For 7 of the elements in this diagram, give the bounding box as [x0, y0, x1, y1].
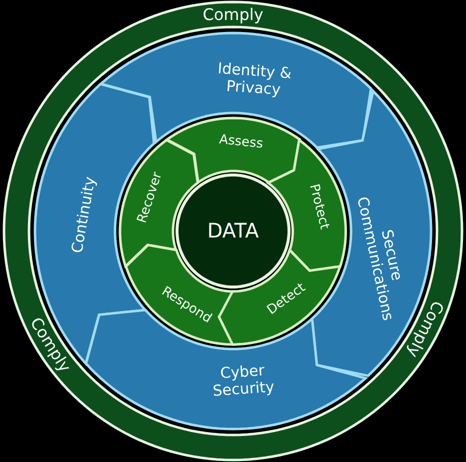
segment-label: Assess: [217, 132, 264, 154]
segment-label: Comply: [202, 6, 264, 24]
segment-label: Identity & Privacy: [216, 59, 294, 102]
segment-label: Protect: [304, 181, 332, 233]
center-title: DATA: [206, 220, 260, 242]
segment-label: Continuity: [66, 174, 100, 257]
segment-label: Cyber Security: [212, 360, 276, 402]
